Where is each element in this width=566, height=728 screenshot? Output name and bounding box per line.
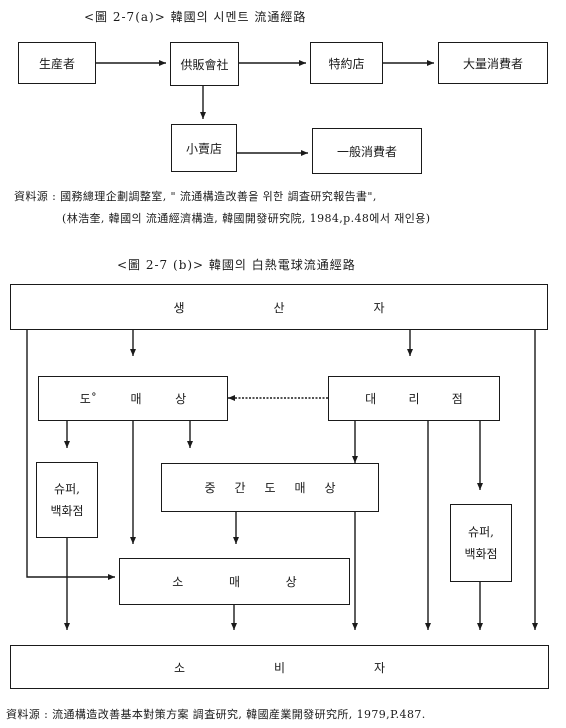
node-b-super-left: 슈퍼, 백화점 <box>36 462 98 538</box>
node-b-retailer-char-3: 상 <box>285 575 297 589</box>
node-b-wholesaler: 도˚ 매 상 <box>38 376 228 421</box>
node-b-super-right: 슈퍼, 백화점 <box>450 504 512 582</box>
node-producer: 生産者 <box>18 42 96 84</box>
node-b-mid-char-3: 도 <box>264 481 276 495</box>
diagram-b-title: <圖 2-7 (b)> 韓國의 白熱電球流通經路 <box>117 258 356 272</box>
node-b-agent-char-1: 대 <box>365 392 377 406</box>
node-b-mid-char-5: 상 <box>324 481 336 495</box>
arrow-producer-to-retailer <box>26 330 115 580</box>
node-b-super-left-line2: 백화점 <box>50 504 84 518</box>
node-b-wholesaler-char-1: 도˚ <box>79 392 97 406</box>
node-b-agent: 대 리 점 <box>328 376 500 421</box>
node-retailer-a-label: 小賣店 <box>185 141 222 156</box>
node-producer-label: 生産者 <box>38 56 75 71</box>
node-sales-company-label: 供販會社 <box>180 57 229 72</box>
node-b-agent-char-2: 리 <box>408 392 420 406</box>
node-b-mid-char-1: 중 <box>204 481 216 495</box>
node-b-consumer-char-1: 소 <box>173 660 186 675</box>
node-b-retailer-char-2: 매 <box>228 575 240 589</box>
node-sales-company: 供販會社 <box>170 42 239 86</box>
node-b-super-left-line1: 슈퍼, <box>54 482 80 496</box>
node-b-retailer: 소 매 상 <box>119 558 350 605</box>
diagram-a-title: <圖 2-7(a)> 韓國의 시멘트 流通經路 <box>84 10 307 24</box>
node-b-agent-char-3: 점 <box>451 392 463 406</box>
node-general-consumer: 一般消費者 <box>312 128 422 174</box>
diagram-a-source-line1: 資料源 : 國務總理企劃調整室, " 流通構造改善을 위한 調査研究報告書", <box>14 190 377 203</box>
node-b-producer-char-3: 자 <box>373 300 385 315</box>
node-b-wholesaler-char-3: 상 <box>175 392 187 406</box>
node-b-mid-char-2: 간 <box>234 481 246 495</box>
node-b-producer-char-1: 생 <box>173 300 185 315</box>
node-b-consumer: 소 비 자 <box>10 645 549 689</box>
node-b-super-right-line2: 백화점 <box>464 547 498 561</box>
node-retailer-a: 小賣店 <box>171 124 237 172</box>
node-b-producer: 생 산 자 <box>10 284 548 330</box>
node-b-producer-char-2: 산 <box>273 300 285 315</box>
node-b-mid-wholesaler: 중 간 도 매 상 <box>161 463 379 512</box>
node-b-wholesaler-char-2: 매 <box>130 392 142 406</box>
node-agency: 特約店 <box>310 42 383 84</box>
diagram-a-source-line2: (林浩奎, 韓國의 流通經濟構造, 韓國開發研究院, 1984,p.48에서 재… <box>62 212 431 225</box>
node-large-consumer-label: 大量消費者 <box>462 56 523 71</box>
node-b-retailer-char-1: 소 <box>172 575 184 589</box>
node-b-mid-char-4: 매 <box>294 481 306 495</box>
node-general-consumer-label: 一般消費者 <box>336 144 397 159</box>
node-agency-label: 特約店 <box>328 56 365 71</box>
node-b-super-right-line1: 슈퍼, <box>468 525 494 539</box>
node-large-consumer: 大量消費者 <box>438 42 548 84</box>
node-b-consumer-char-3: 자 <box>373 660 386 675</box>
diagram-b-source: 資料源 : 流通構造改善基本對策方案 調査研究, 韓國産業開發研究所, 1979… <box>6 708 426 721</box>
node-b-consumer-char-2: 비 <box>273 660 286 675</box>
